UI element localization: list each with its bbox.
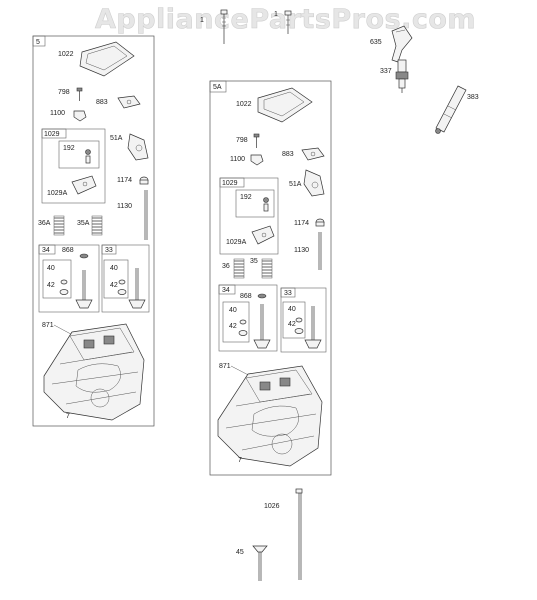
left-push-rod[interactable]	[144, 190, 148, 240]
long-rod[interactable]	[295, 488, 303, 580]
right-small-gasket[interactable]	[301, 147, 325, 161]
left-spring-b[interactable]	[91, 215, 103, 236]
label-right-intake-key: 868	[240, 293, 252, 300]
label-left-retainer-b: 40	[110, 265, 118, 272]
label-top-screw-right: 1	[274, 11, 278, 18]
label-left-spring-b: 35A	[77, 220, 90, 227]
left-small-gasket[interactable]	[117, 95, 141, 109]
label-right-nut: 1174	[294, 220, 309, 227]
label-boot: 635	[370, 39, 382, 46]
left-nut[interactable]	[139, 176, 149, 185]
spark-plug-boot[interactable]	[391, 25, 413, 63]
left-exhaust-valve[interactable]	[117, 268, 146, 309]
valve[interactable]	[252, 545, 268, 581]
label-left-breather: 871	[42, 322, 54, 329]
right-screw[interactable]	[253, 133, 260, 148]
label-left-fitting: 1100	[50, 110, 65, 117]
tool[interactable]	[435, 85, 467, 134]
label-left-intake-group: 34	[42, 247, 50, 254]
right-cylinder-head[interactable]	[217, 365, 323, 467]
panel-left-tag-text: 5	[36, 39, 40, 46]
right-fitting[interactable]	[250, 154, 264, 166]
label-left-cover: 51A	[110, 135, 123, 142]
label-left-nut: 1174	[117, 177, 132, 184]
left-valve-cover-gasket[interactable]	[79, 41, 135, 77]
label-right-breather: 871	[219, 363, 231, 370]
right-rocker-arm[interactable]	[251, 225, 275, 245]
right-intake-valve[interactable]	[238, 293, 271, 349]
label-left-rocker-group: 1029	[44, 131, 60, 138]
label-right-screw: 798	[236, 137, 248, 144]
left-ball-stud[interactable]	[85, 149, 91, 164]
spark-plug[interactable]	[395, 59, 409, 93]
label-left-gasket: 1022	[58, 51, 74, 58]
label-left-cylinder-head: 7	[66, 413, 70, 420]
label-left-rotator-a: 42	[47, 282, 55, 289]
panel-right: 5A 1022 798 1100 883 1029 192	[209, 80, 332, 476]
right-exhaust-valve[interactable]	[294, 306, 322, 349]
label-right-push-rod: 1130	[294, 247, 309, 254]
left-spring-a[interactable]	[53, 215, 65, 236]
label-right-cover: 51A	[289, 181, 302, 188]
label-top-screw-left: 1	[200, 17, 204, 24]
left-rocker-arm[interactable]	[71, 175, 97, 195]
right-valve-cover-gasket[interactable]	[257, 87, 313, 123]
right-exhaust-group	[280, 287, 327, 353]
label-left-small-gasket: 883	[96, 99, 108, 106]
label-right-intake-group: 34	[222, 287, 230, 294]
left-exhaust-group	[101, 244, 150, 313]
right-spring-a[interactable]	[233, 258, 245, 279]
left-cover-plate[interactable]	[127, 133, 149, 161]
left-fitting[interactable]	[73, 110, 87, 122]
label-left-push-rod: 1130	[117, 203, 132, 210]
top-screw-right[interactable]	[284, 10, 292, 34]
left-screw[interactable]	[76, 87, 83, 101]
label-right-rocker-group: 1029	[222, 180, 238, 187]
right-rocker-group	[219, 177, 279, 255]
label-right-spring-b: 35	[250, 258, 258, 265]
label-right-retainer-a: 40	[229, 307, 237, 314]
label-left-exhaust-group: 33	[105, 247, 113, 254]
label-right-rotator-a: 42	[229, 323, 237, 330]
label-left-retainer-a: 40	[47, 265, 55, 272]
label-right-rocker-arm: 1029A	[226, 239, 247, 246]
label-right-fitting: 1100	[230, 156, 245, 163]
right-cover-plate[interactable]	[303, 169, 325, 197]
left-intake-group	[38, 244, 100, 313]
label-left-rotator-b: 42	[110, 282, 118, 289]
label-spark-plug: 337	[380, 68, 392, 75]
label-right-exhaust-group: 33	[284, 290, 292, 297]
label-right-spring-a: 36	[222, 263, 230, 270]
label-left-spring-a: 36A	[38, 220, 51, 227]
label-right-retainer-b: 40	[288, 306, 296, 313]
right-ball-stud[interactable]	[263, 197, 269, 212]
label-right-cylinder-head: 7	[238, 457, 242, 464]
right-push-rod[interactable]	[318, 232, 322, 270]
label-right-ball-stud: 192	[240, 194, 252, 201]
right-nut[interactable]	[315, 218, 325, 227]
label-tool: 383	[467, 94, 479, 101]
label-right-rotator-b: 42	[288, 321, 296, 328]
label-left-ball-stud: 192	[63, 145, 75, 152]
left-rocker-group	[41, 128, 106, 204]
right-intake-group	[218, 284, 278, 352]
left-cylinder-head[interactable]	[43, 323, 145, 421]
label-right-gasket: 1022	[236, 101, 252, 108]
label-long-rod: 1026	[264, 503, 280, 510]
panel-right-tag: 5A	[213, 84, 222, 91]
watermark: AppliancePartsPros.com	[95, 4, 476, 35]
label-left-rocker-arm: 1029A	[47, 190, 68, 197]
right-spring-b[interactable]	[261, 258, 273, 279]
left-intake-valve[interactable]	[59, 253, 93, 309]
label-right-small-gasket: 883	[282, 151, 294, 158]
label-left-screw: 798	[58, 89, 70, 96]
panel-left: 5 1022 798 1100 883 1029 192	[32, 35, 155, 427]
label-valve: 45	[236, 549, 244, 556]
top-screw-left[interactable]	[220, 9, 228, 44]
label-left-intake-key: 868	[62, 247, 74, 254]
